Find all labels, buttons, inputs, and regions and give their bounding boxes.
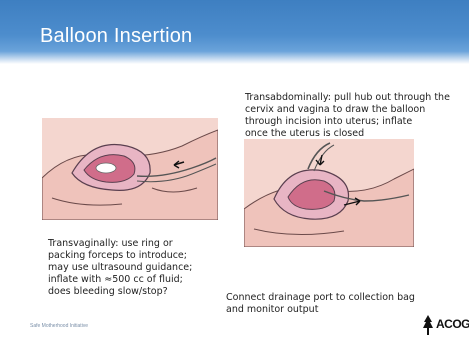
title-bar: Balloon Insertion [0,0,469,64]
slide-title: Balloon Insertion [40,25,192,48]
transabdominal-illustration [244,139,414,247]
acog-logo-mark [421,314,435,336]
drainage-text: Connect drainage port to collection bag … [226,292,446,316]
footer-initiative: Safe Motherhood Initiative [30,323,88,329]
transabdominal-text: Transabdominally: pull hub out through t… [245,92,465,140]
acog-logo-text: ACOG [436,317,469,331]
transvaginal-illustration [42,118,218,220]
transvaginal-text: Transvaginally: use ring or packing forc… [48,238,218,298]
